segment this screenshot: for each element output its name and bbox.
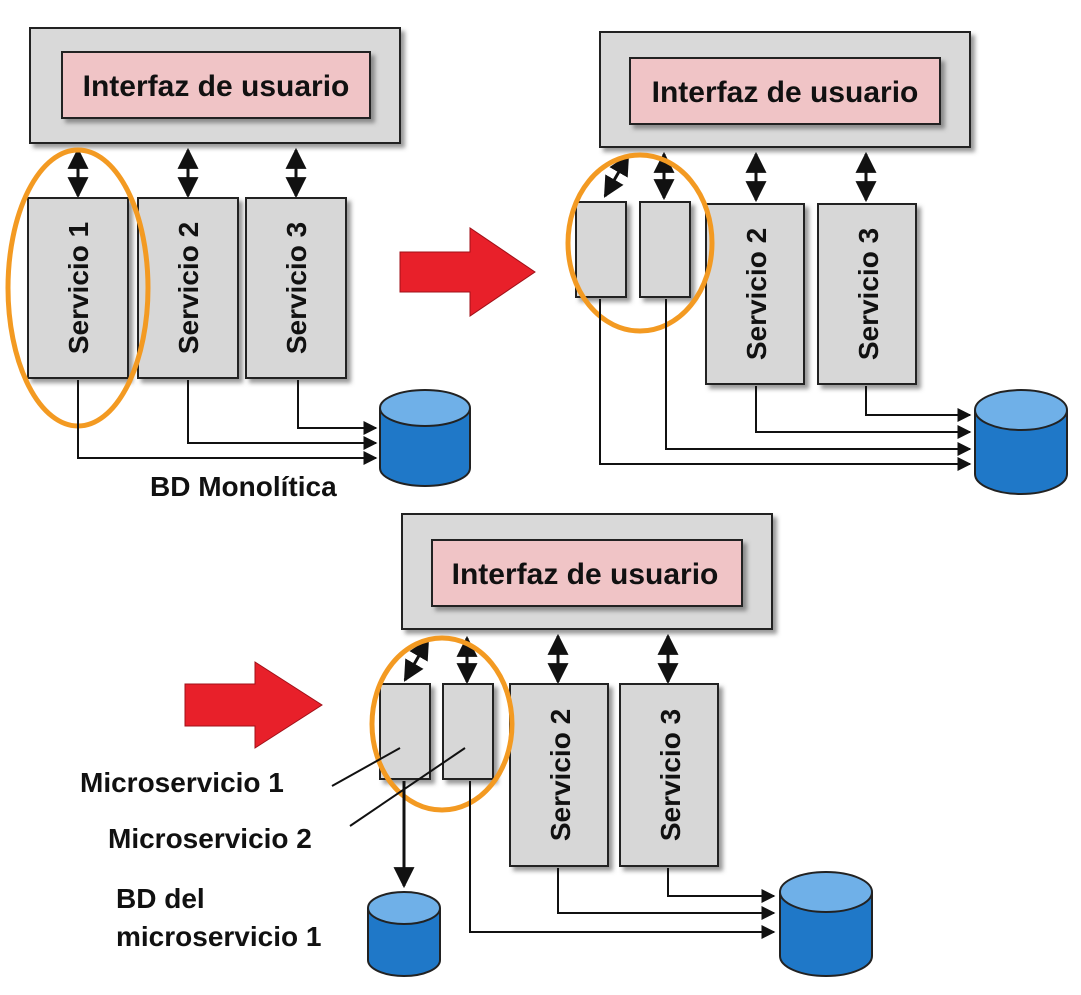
db-connector (599, 299, 972, 471)
highlight-ellipse (369, 635, 515, 813)
ui-box (629, 57, 941, 125)
service-3-box (619, 683, 719, 867)
service-2-box (705, 203, 805, 385)
service-2-box (509, 683, 609, 867)
service-3-label: Servicio 3 (853, 228, 884, 360)
service-3-label: Servicio 3 (655, 709, 686, 841)
database-icon (974, 389, 1068, 495)
db-connector (667, 868, 776, 903)
service-2-label: Servicio 2 (741, 228, 772, 360)
db-connector (77, 380, 378, 465)
micro-db-label-line2: microservicio 1 (116, 921, 321, 952)
transition-arrow (399, 227, 536, 317)
microservice-1-label: Microservicio 1 (80, 767, 284, 798)
transition-arrow (184, 661, 323, 749)
db-connector (865, 386, 972, 422)
ui-label: Interfaz de usuario (652, 76, 919, 109)
microservice-2-box (639, 201, 691, 298)
service-3-box (817, 203, 917, 385)
db-connector (665, 299, 972, 456)
service-1-box (27, 197, 129, 379)
monolithic-db-label: BD Monolítica (150, 471, 337, 502)
database-icon (779, 871, 873, 977)
pointer-line (349, 747, 466, 827)
db-connector (755, 386, 972, 439)
service-2-box (137, 197, 239, 379)
db-connector (469, 781, 776, 939)
pointer-line (331, 747, 401, 787)
ui-box (61, 51, 371, 119)
microservice-1-box (575, 201, 627, 298)
link-arrow (603, 154, 630, 198)
ui-box (431, 539, 743, 607)
database-icon (379, 389, 471, 487)
database-icon (367, 891, 441, 977)
microservice-1-box (379, 683, 431, 780)
panel-microservices: Interfaz de usuario Servicio 2 Servicio … (80, 513, 873, 977)
panel-split: Interfaz de usuario Servicio 2 Servicio … (565, 31, 1068, 495)
microservice-2-label: Microservicio 2 (108, 823, 312, 854)
link-arrow (403, 638, 430, 682)
service-1-label: Servicio 1 (63, 222, 94, 354)
service-2-label: Servicio 2 (173, 222, 204, 354)
service-3-box (245, 197, 347, 379)
db-connector (557, 868, 776, 920)
service-2-label: Servicio 2 (545, 709, 576, 841)
highlight-ellipse (565, 152, 715, 334)
db-connector (297, 380, 378, 435)
ui-label: Interfaz de usuario (83, 70, 350, 103)
db-connector (187, 380, 378, 450)
panel-monolith: Interfaz de usuario Servicio 1 Servicio … (5, 27, 471, 502)
ui-label: Interfaz de usuario (452, 558, 719, 591)
service-3-label: Servicio 3 (281, 222, 312, 354)
microservice-2-box (442, 683, 494, 780)
micro-db-label-line1: BD del (116, 883, 205, 914)
